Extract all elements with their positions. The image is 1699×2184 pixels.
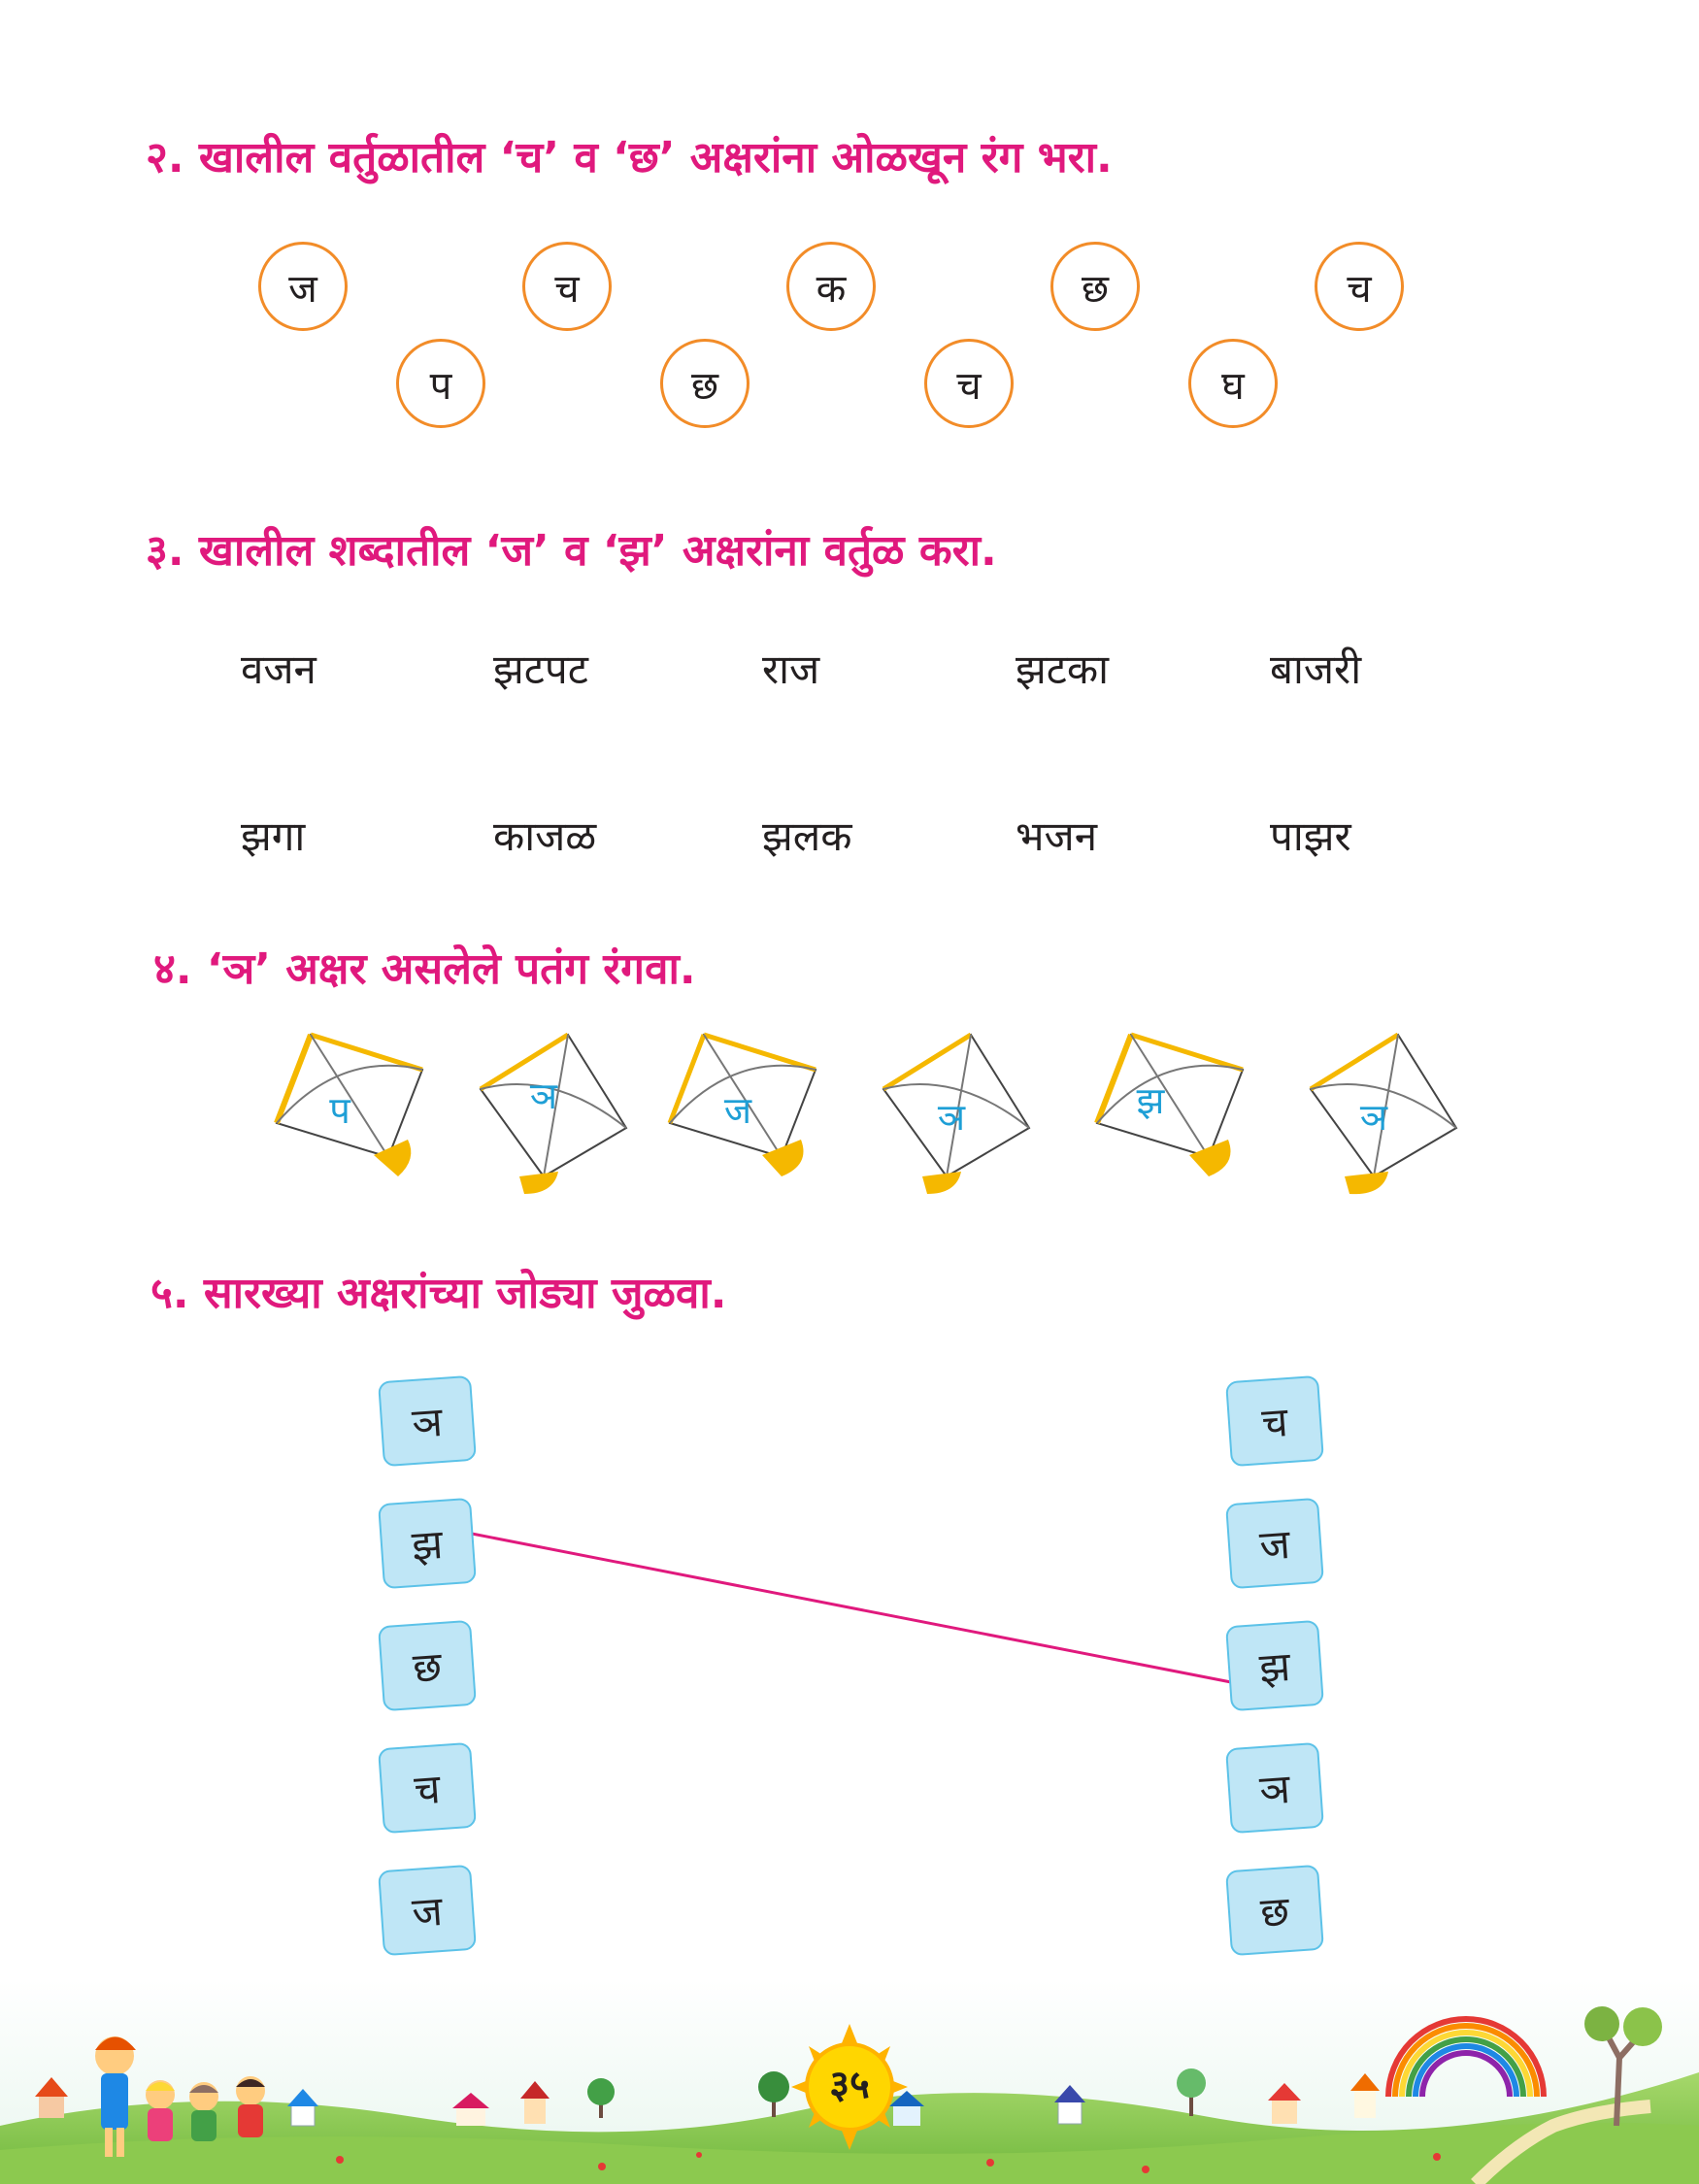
word-item[interactable]: झगा (241, 812, 306, 860)
kite[interactable]: झ (1092, 1031, 1248, 1206)
kite[interactable]: ञ (879, 1031, 1034, 1206)
kite-shape (1094, 1032, 1245, 1176)
kite-letter: ञ (529, 1075, 558, 1117)
kite-shape (1309, 1032, 1458, 1195)
letter-circle[interactable]: क (786, 242, 876, 331)
word-item[interactable]: पाझर (1270, 812, 1351, 860)
letter-circle[interactable]: च (522, 242, 612, 331)
letter-circle[interactable]: ज (258, 242, 348, 331)
letter-circle[interactable]: छ (660, 339, 750, 428)
match-right-tile[interactable]: च (1225, 1374, 1324, 1468)
kite-letter: ञ (937, 1096, 966, 1139)
letter-circle[interactable]: च (924, 339, 1014, 428)
sun-icon (791, 2024, 908, 2150)
word-item[interactable]: झटका (1016, 645, 1110, 693)
word-item[interactable]: झलक (762, 812, 852, 860)
letter-circle[interactable]: च (1315, 242, 1404, 331)
match-left-tile[interactable]: ञ (378, 1374, 477, 1468)
kite[interactable]: ञ (476, 1031, 631, 1206)
kite-letter: झ (1136, 1079, 1165, 1122)
match-left-tile[interactable]: छ (378, 1619, 477, 1712)
question-2-title: २. खालील वर्तुळातील ‘च’ व ‘छ’ अक्षरांना … (146, 133, 1113, 182)
letter-circle[interactable]: प (396, 339, 485, 428)
trees (587, 2006, 1662, 2127)
letter-circle[interactable]: छ (1050, 242, 1140, 331)
match-left-tile[interactable]: झ (378, 1497, 477, 1590)
flowers (336, 2152, 1441, 2173)
kite[interactable]: ज (665, 1031, 820, 1206)
word-item[interactable]: भजन (1016, 812, 1098, 860)
kite-letter: ञ (1359, 1096, 1388, 1139)
kite-shape (479, 1032, 628, 1194)
kite-letter: ज (723, 1089, 752, 1132)
kite-shape (274, 1032, 424, 1176)
question-5-title: ५. सारख्या अक्षरांच्या जोड्या जुळवा. (150, 1269, 727, 1318)
kite-letter: प (329, 1089, 350, 1132)
word-item[interactable]: बाजरी (1270, 645, 1362, 693)
kite[interactable]: प (272, 1031, 427, 1206)
match-right-tile[interactable]: ज (1225, 1497, 1324, 1590)
word-item[interactable]: झटपट (493, 645, 588, 693)
kite-shape (882, 1032, 1031, 1194)
village-houses (35, 2073, 1380, 2127)
question-4-title: ४. ‘ञ’ अक्षर असलेले पतंग रंगवा. (153, 944, 696, 994)
word-item[interactable]: काजळ (493, 812, 597, 860)
children-illustration (95, 2036, 265, 2157)
word-item[interactable]: राज (762, 645, 820, 693)
page-number: ३५ (829, 2063, 870, 2107)
kite[interactable]: ञ (1306, 1031, 1461, 1206)
match-left-tile[interactable]: ज (378, 1864, 477, 1957)
kite-shape (667, 1032, 817, 1176)
match-right-tile[interactable]: ञ (1225, 1741, 1324, 1835)
match-right-tile[interactable]: छ (1225, 1864, 1324, 1957)
match-right-tile[interactable]: झ (1225, 1619, 1324, 1712)
letter-circle[interactable]: घ (1188, 339, 1278, 428)
rainbow (1385, 2016, 1547, 2098)
match-left-tile[interactable]: च (378, 1741, 477, 1835)
footer-landscape-illustration (0, 1980, 1699, 2184)
word-item[interactable]: वजन (241, 645, 316, 693)
question-3-title: ३. खालील शब्दातील ‘ज’ व ‘झ’ अक्षरांना वर… (146, 526, 997, 576)
